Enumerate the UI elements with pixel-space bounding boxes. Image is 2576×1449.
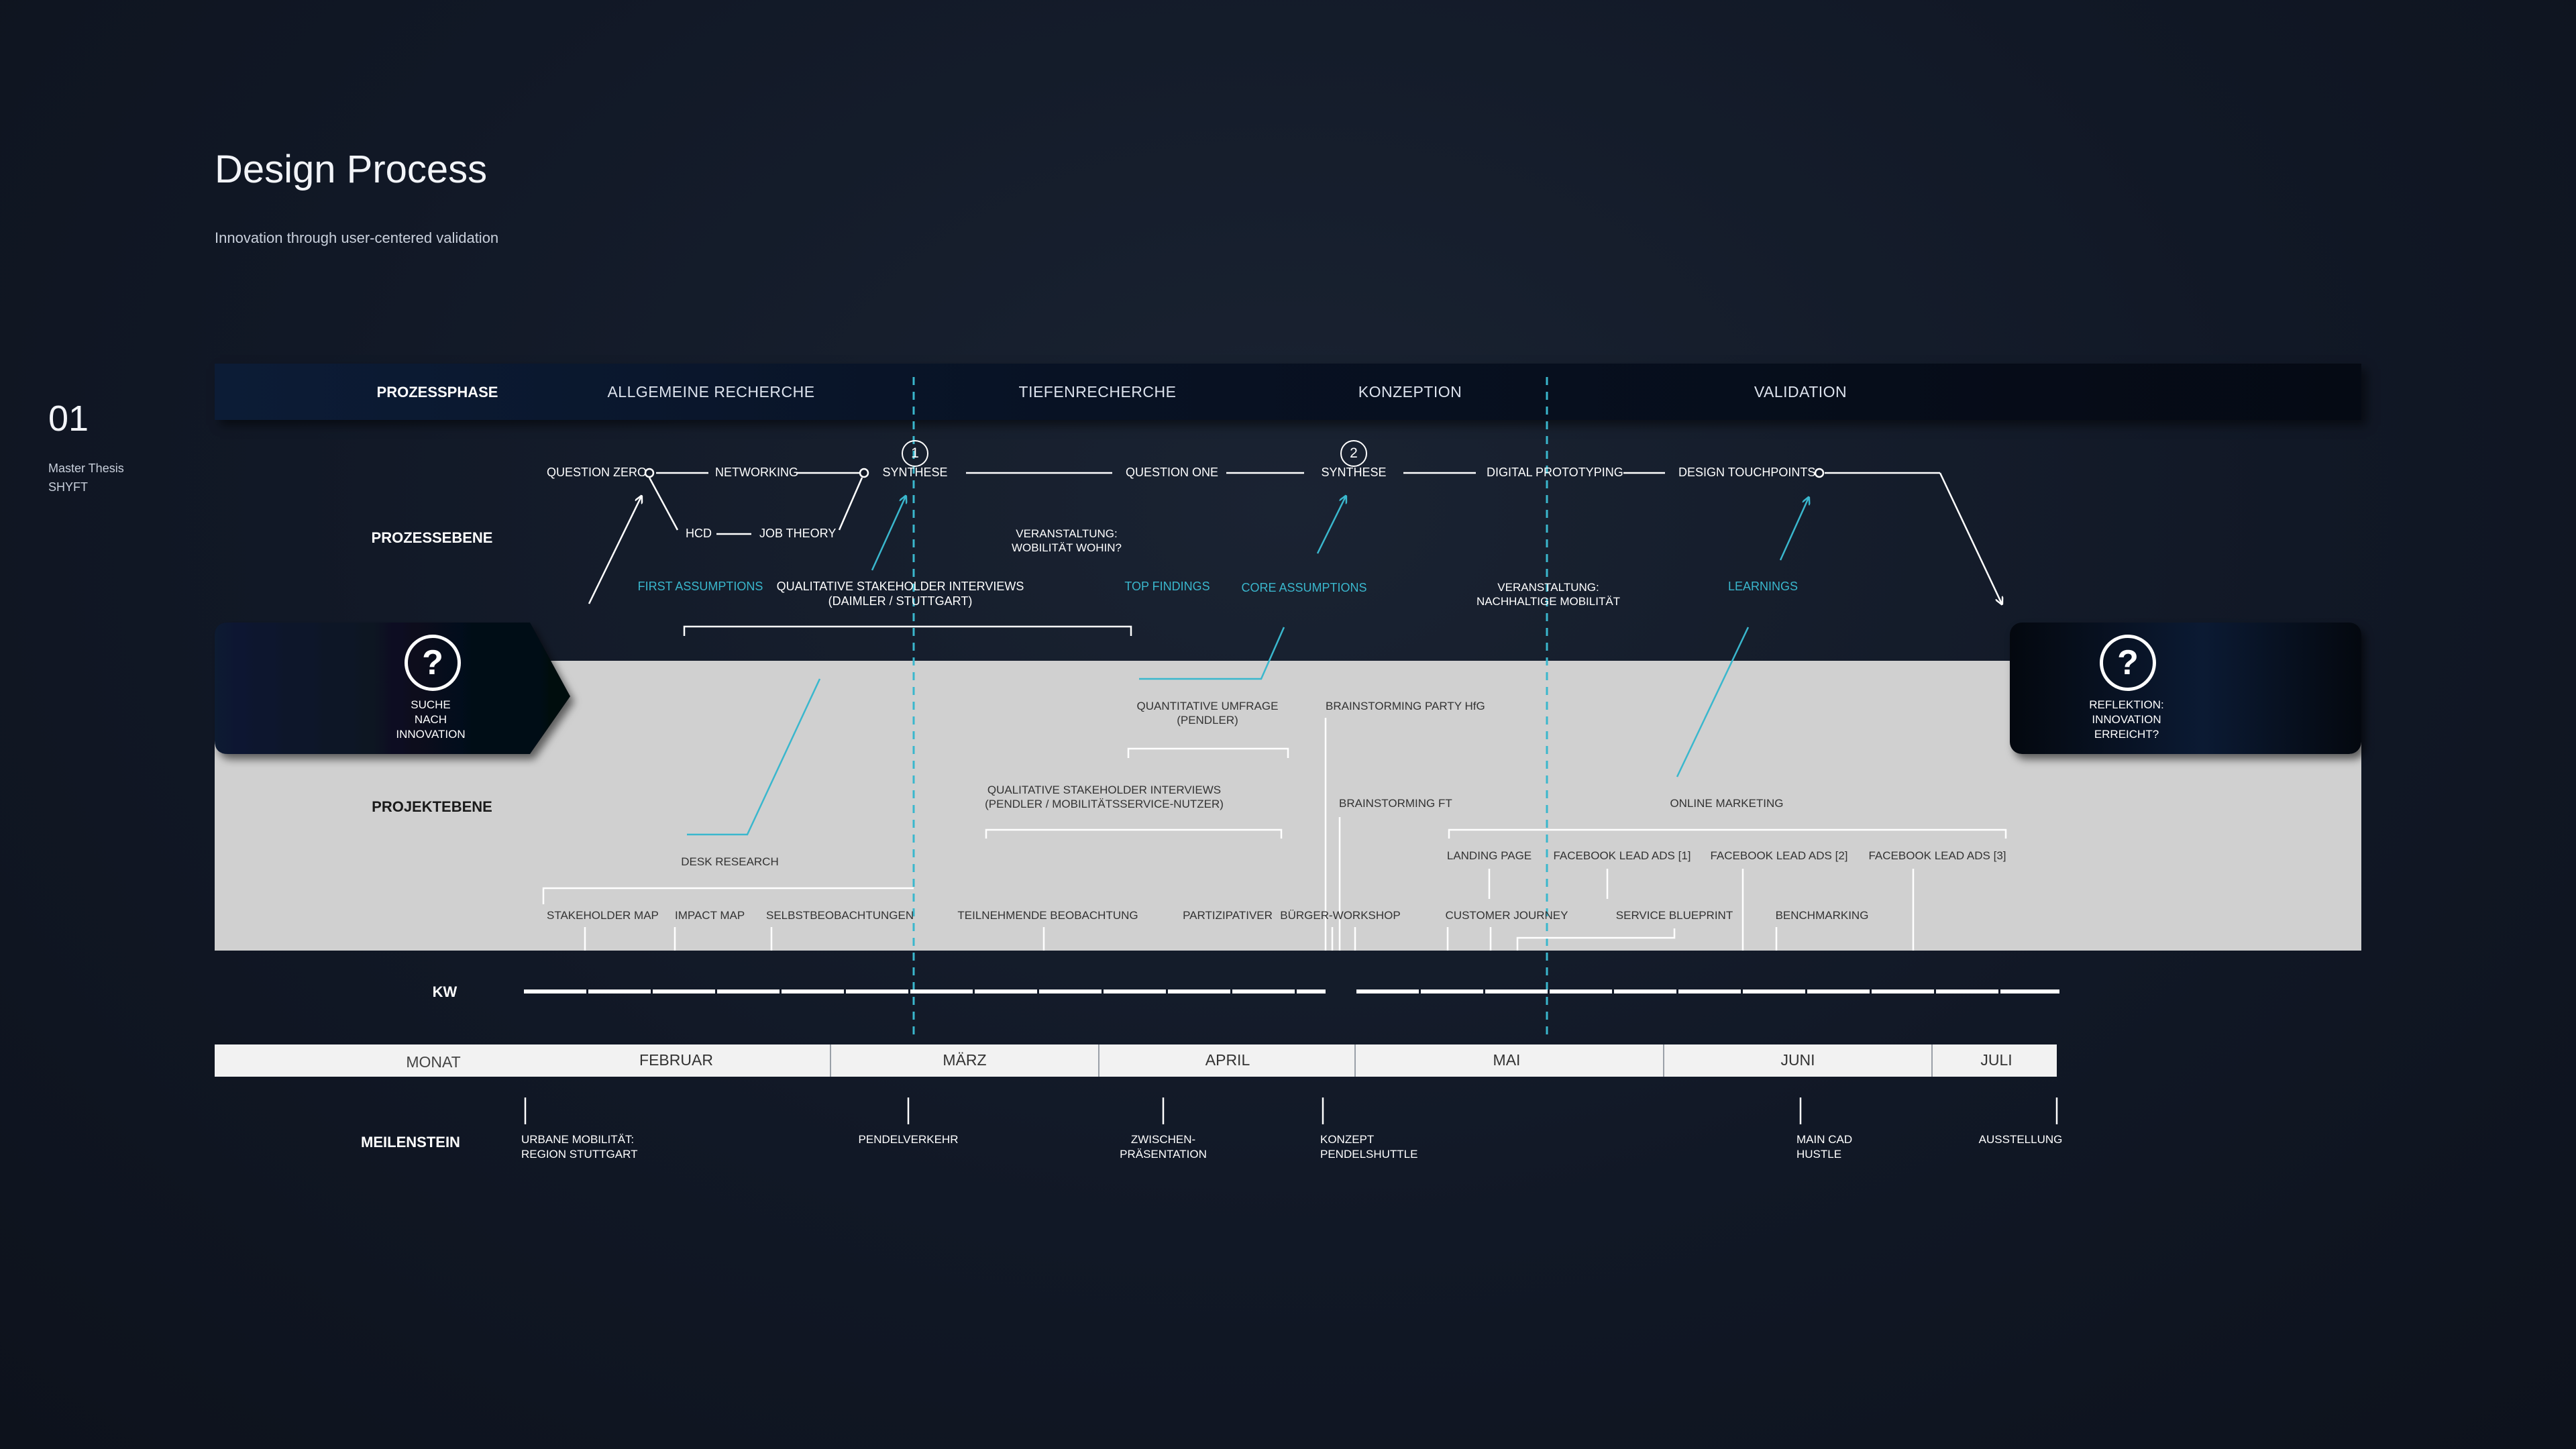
veranstaltung-1-line-1: VERANSTALTUNG:	[1016, 527, 1118, 540]
impact-map: IMPACT MAP	[675, 909, 745, 922]
month-april: APRIL	[1205, 1051, 1250, 1069]
side-line-1: Master Thesis	[48, 462, 124, 475]
veranstaltung-2-line-2: NACHHALTIGE MOBILITÄT	[1476, 595, 1621, 608]
quali-pendler-line-1: QUALITATIVE STAKEHOLDER INTERVIEWS	[987, 784, 1222, 796]
veranstaltung-1-line-2: WOBILITÄT WOHIN?	[1011, 541, 1122, 554]
core-assumptions: CORE ASSUMPTIONS	[1241, 581, 1367, 594]
month-mai: MAI	[1493, 1051, 1521, 1069]
teilnehmende-beobachtung: TEILNEHMENDE BEOBACHTUNG	[957, 909, 1138, 922]
job-theory: JOB THEORY	[759, 527, 837, 540]
buerger-workshop: BÜRGER-WORKSHOP	[1280, 909, 1401, 922]
phase-label: PROZESSPHASE	[376, 384, 498, 400]
question-icon-start: ?	[405, 635, 461, 691]
customer-journey: CUSTOMER JOURNEY	[1445, 909, 1568, 922]
milestone-2: PENDELVERKEHR	[858, 1133, 959, 1146]
milestone-3-line-2: PRÄSENTATION	[1120, 1148, 1207, 1161]
milestone-label: MEILENSTEIN	[361, 1134, 460, 1150]
section-number: 01	[48, 398, 89, 439]
month-februar: FEBRUAR	[639, 1051, 713, 1069]
hcd: HCD	[686, 527, 712, 540]
milestone-4-line-1: KONZEPT	[1320, 1133, 1375, 1146]
quali-interviews-line-1: QUALITATIVE STAKEHOLDER INTERVIEWS	[776, 580, 1024, 593]
page-title: Design Process	[215, 148, 488, 191]
project-level-label: PROJEKTEBENE	[372, 798, 492, 815]
synthese-1: SYNTHESE	[882, 466, 948, 479]
start-badge	[215, 623, 570, 754]
milestone-6: AUSSTELLUNG	[1978, 1133, 2063, 1146]
service-blueprint: SERVICE BLUEPRINT	[1615, 909, 1733, 922]
process-level-label: PROZESSEBENE	[371, 529, 493, 546]
quant-umfrage-line-1: QUANTITATIVE UMFRAGE	[1136, 700, 1279, 712]
networking: NETWORKING	[715, 466, 798, 479]
milestone-3-line-1: ZWISCHEN-	[1130, 1133, 1196, 1146]
phase-validation: VALIDATION	[1754, 383, 1847, 400]
phase-allgemeine-recherche: ALLGEMEINE RECHERCHE	[607, 383, 815, 400]
side-line-2: SHYFT	[48, 480, 89, 494]
facebook-lead-ads-2: FACEBOOK LEAD ADS [2]	[1710, 849, 1848, 862]
facebook-lead-ads-3: FACEBOOK LEAD ADS [3]	[1868, 849, 2006, 862]
online-marketing: ONLINE MARKETING	[1670, 797, 1784, 810]
landing-page: LANDING PAGE	[1446, 849, 1532, 862]
project-band	[215, 661, 2361, 951]
milestone-5-line-1: MAIN CAD	[1796, 1133, 1853, 1146]
question-one: QUESTION ONE	[1126, 466, 1219, 479]
quali-interviews-line-2: (DAIMLER / STUTTGART)	[828, 594, 973, 608]
learnings: LEARNINGS	[1727, 580, 1799, 593]
question-icon-end: ?	[2100, 635, 2156, 691]
start-text-2: NACH	[414, 713, 447, 726]
facebook-lead-ads-1: FACEBOOK LEAD ADS [1]	[1553, 849, 1691, 862]
top-findings: TOP FINDINGS	[1124, 580, 1210, 593]
phase-bar	[215, 364, 2361, 420]
month-label: MONAT	[406, 1053, 461, 1071]
first-assumptions: FIRST ASSUMPTIONS	[637, 580, 763, 593]
milestone-1-line-1: URBANE MOBILITÄT:	[521, 1133, 635, 1146]
desk-research: DESK RESEARCH	[681, 855, 779, 868]
month-maerz: MÄRZ	[943, 1051, 987, 1069]
end-text-1: REFLEKTION:	[2089, 698, 2164, 711]
end-badge	[2010, 623, 2361, 754]
phase-konzeption: KONZEPTION	[1358, 383, 1462, 400]
start-text-3: INNOVATION	[396, 728, 466, 741]
start-text-1: SUCHE	[411, 698, 451, 711]
brainstorming-ft: BRAINSTORMING FT	[1339, 797, 1452, 810]
digital-prototyping: DIGITAL PROTOTYPING	[1487, 466, 1623, 479]
partizipativer: PARTIZIPATIVER	[1183, 909, 1273, 922]
end-text-2: INNOVATION	[2092, 713, 2161, 726]
benchmarking: BENCHMARKING	[1775, 909, 1869, 922]
end-text-3: ERREICHT?	[2094, 728, 2159, 741]
selbstbeobachtungen: SELBSTBEOBACHTUNGEN	[766, 909, 914, 922]
question-zero: QUESTION ZERO	[547, 466, 647, 479]
stakeholder-map: STAKEHOLDER MAP	[547, 909, 659, 922]
month-bar	[215, 1044, 2057, 1077]
veranstaltung-2-line-1: VERANSTALTUNG:	[1497, 581, 1599, 594]
quant-umfrage-line-2: (PENDLER)	[1177, 714, 1238, 727]
synthese-2: SYNTHESE	[1321, 466, 1387, 479]
month-juli: JULI	[1980, 1051, 2012, 1069]
page-subtitle: Innovation through user-centered validat…	[215, 229, 499, 246]
kw-label: KW	[432, 983, 458, 1000]
milestone-5-line-2: HUSTLE	[1796, 1148, 1842, 1161]
quali-pendler-line-2: (PENDLER / MOBILITÄTSSERVICE-NUTZER)	[985, 798, 1224, 810]
brainstorming-party: BRAINSTORMING PARTY HfG	[1326, 700, 1485, 712]
step-2-icon: 2	[1340, 440, 1367, 467]
design-touchpoints: DESIGN TOUCHPOINTS	[1678, 466, 1816, 479]
month-juni: JUNI	[1780, 1051, 1815, 1069]
milestone-1-line-2: REGION STUTTGART	[521, 1148, 638, 1161]
milestone-4-line-2: PENDELSHUTTLE	[1320, 1148, 1418, 1161]
step-1-icon: 1	[902, 440, 928, 467]
phase-tiefenrecherche: TIEFENRECHERCHE	[1018, 383, 1177, 400]
